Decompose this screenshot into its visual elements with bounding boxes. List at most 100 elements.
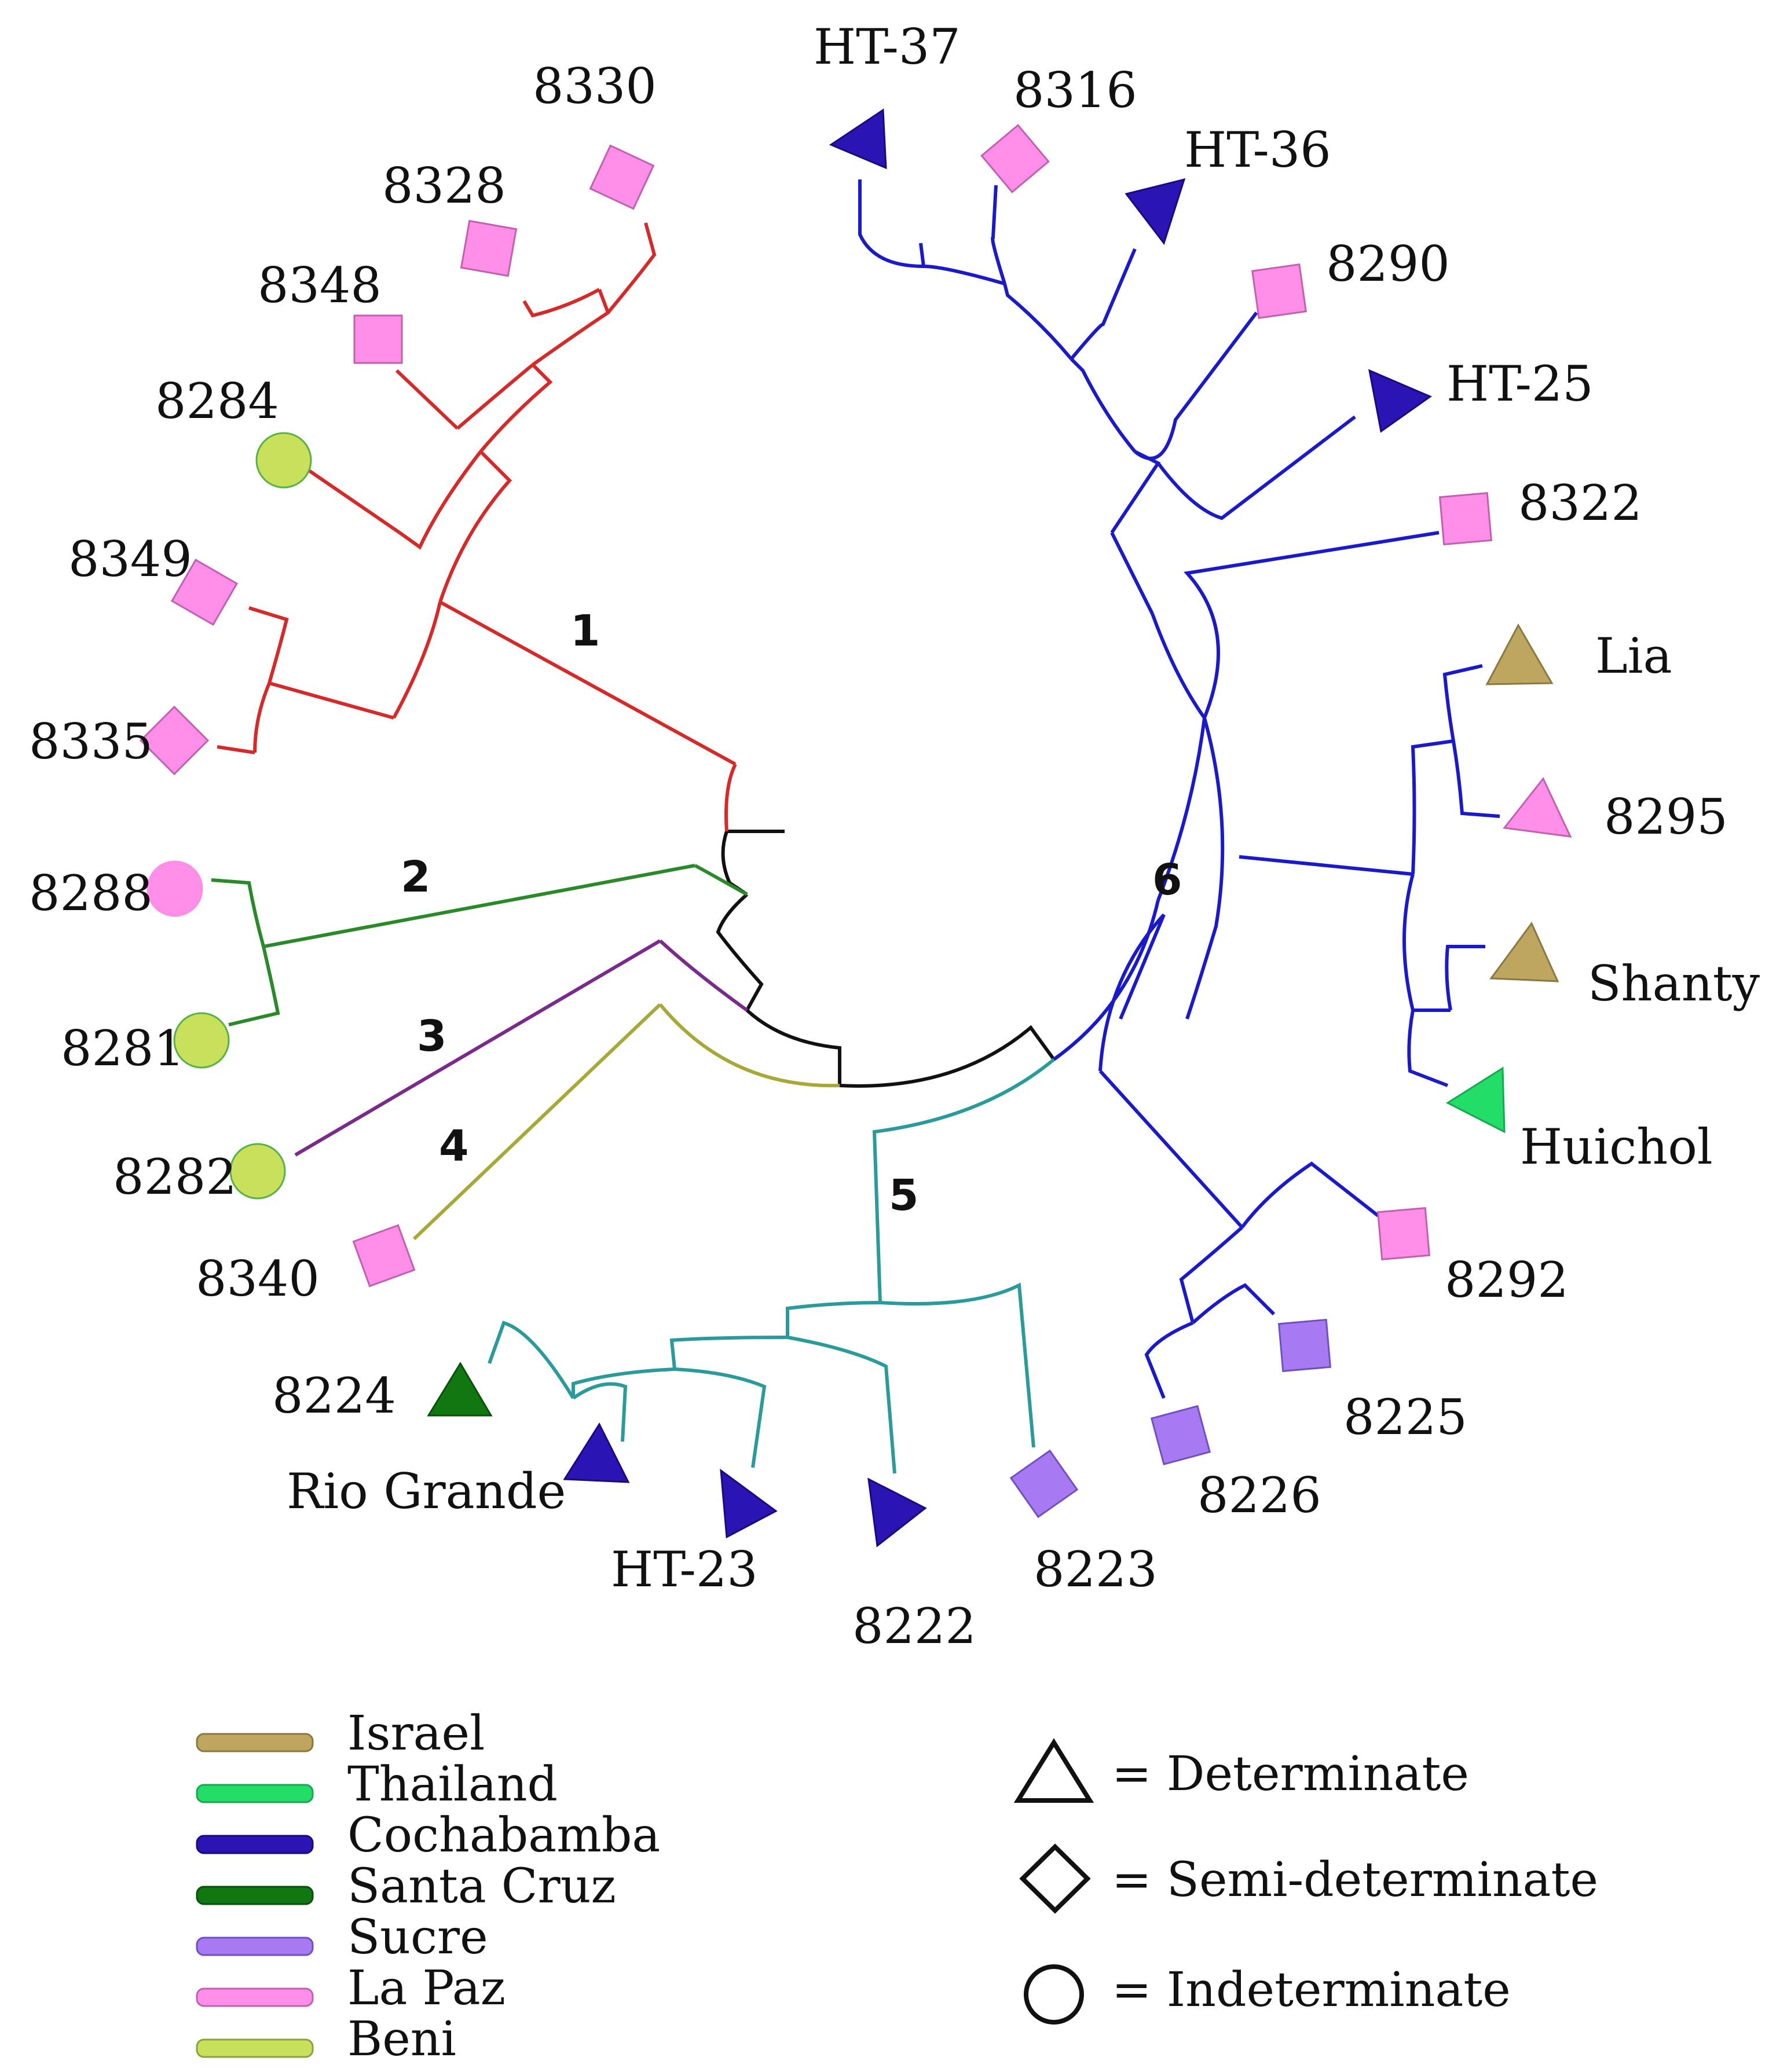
clade-5-8224 [488, 1321, 575, 1399]
clade-1-low-node [269, 681, 394, 720]
leaf-8349: 8349 [68, 531, 239, 626]
leaf-label: 8290 [1326, 236, 1450, 292]
clade-6-8322 [1184, 531, 1440, 719]
leaf-label: 8281 [61, 1020, 185, 1077]
clade-6-shanty [1445, 945, 1485, 1011]
leaf-8222: 8222 [852, 1477, 976, 1655]
clade-6-branches [858, 179, 1500, 1399]
legend-item-santa-cruz: Santa Cruz [196, 1859, 616, 1914]
root-arc-mid [716, 893, 764, 1011]
clade-2-stem [694, 864, 748, 896]
clade-6-mid [1239, 855, 1413, 876]
legend-label: = Semi-determinate [1112, 1853, 1598, 1908]
legend-swatch [196, 1733, 314, 1752]
clade-1-low-arc [253, 682, 271, 753]
leaf-marker [146, 860, 203, 917]
leaf-marker [1445, 1066, 1506, 1134]
leaf-marker [1489, 922, 1559, 982]
leaf-label: 8349 [68, 531, 192, 588]
clade-6-ht37-8316 [919, 185, 1006, 285]
leaf-label: 8335 [29, 713, 153, 770]
leaf-ht-36: HT-36 [1125, 122, 1331, 245]
leaf-label: HT-37 [814, 19, 961, 75]
leaf-ht-37: HT-37 [814, 19, 961, 170]
legend-shape-semi-determinate: = Semi-determinate [1019, 1843, 1598, 1914]
clade-2-arc2 [228, 946, 280, 1026]
leaf-marker [829, 108, 887, 170]
leaf-marker [1150, 1404, 1211, 1466]
leaf-label: Rio Grande [287, 1463, 566, 1520]
leaf-8348: 8348 [258, 257, 403, 364]
clade-3-main [294, 939, 661, 1157]
clade-label-5: 5 [889, 1171, 919, 1220]
clade-1-8284 [297, 461, 401, 534]
leaf-8340: 8340 [196, 1224, 416, 1307]
clade-label-1: 1 [570, 606, 600, 656]
clade-6-8292 [1240, 1161, 1379, 1228]
leaf-huichol: Huichol [1445, 1066, 1713, 1175]
clade-2-arc [211, 878, 265, 947]
leaf-marker [460, 219, 518, 277]
leaf-8292: 8292 [1376, 1206, 1569, 1308]
clade-6-ht37 [858, 179, 924, 268]
legend-label: = Indeterminate [1112, 1963, 1511, 2018]
clade-1-branches [217, 222, 737, 832]
clade-6-ht36-node [1003, 283, 1073, 360]
legend-swatch [196, 2038, 314, 2058]
leaf-8290: 8290 [1251, 236, 1450, 320]
leaf-label: 8225 [1343, 1389, 1467, 1446]
clade-1-upper [438, 450, 512, 603]
leaf-label: 8284 [155, 373, 279, 430]
clade-6-ht25-group [1110, 450, 1161, 534]
clade-6-arc-main [1151, 613, 1207, 901]
clade-6-stem [1053, 900, 1160, 1061]
clade-6-lia [1442, 664, 1483, 742]
leaf-ht-25: HT-25 [1368, 355, 1594, 433]
legend-label: La Paz [347, 1961, 506, 2016]
clade-1-node-a [398, 450, 482, 550]
leaf-8316: 8316 [980, 62, 1137, 193]
leaf-8226: 8226 [1150, 1404, 1321, 1524]
diamond-icon [1019, 1843, 1091, 1914]
leaf-8322: 8322 [1438, 475, 1642, 546]
leaf-8295: 8295 [1503, 777, 1728, 845]
leaf-ht-23: HT-23 [611, 1468, 778, 1598]
leaf-label: 8226 [1197, 1467, 1321, 1524]
clade-5-sub2 [572, 1367, 675, 1398]
clade-6-8226-8225 [1144, 1321, 1194, 1399]
leaf-label: 8288 [29, 865, 153, 922]
leaf-8282: 8282 [113, 1143, 286, 1205]
leaf-marker [173, 1012, 230, 1069]
legend-label: Thailand [347, 1757, 558, 1812]
clade-2-branches [211, 864, 748, 1026]
clade-1-node-b [479, 363, 553, 453]
leaf-marker [563, 1422, 630, 1483]
clade-label-2: 2 [401, 852, 431, 902]
leaf-label: 8223 [1034, 1541, 1158, 1598]
clade-1-8328 [522, 288, 600, 318]
legend-item-israel: Israel [196, 1706, 485, 1761]
clade-5-8222 [787, 1336, 896, 1474]
leaf-label: 8330 [533, 58, 657, 115]
leaf-label: HT-25 [1446, 355, 1594, 412]
leaf-label: 8292 [1445, 1252, 1569, 1308]
leaf-label: HT-23 [611, 1541, 758, 1598]
clade-6-ht25 [1156, 415, 1356, 520]
clade-5-8223 [880, 1282, 1035, 1448]
leaf-marker [427, 1362, 493, 1417]
clade-6-huichol [1407, 1010, 1449, 1087]
leaf-marker [353, 314, 403, 364]
leaves: 8330 8328 8348 8284 8349 8335 82 [29, 19, 1760, 1655]
leaf-label: Lia [1595, 628, 1672, 684]
clade-1-8335 [217, 745, 255, 754]
leaf-shanty: Shanty [1489, 922, 1760, 1012]
leaf-marker [720, 1468, 778, 1539]
legend-label: Cochabamba [347, 1808, 660, 1863]
clade-6-low [1098, 913, 1166, 1072]
leaf-marker [1009, 1449, 1079, 1519]
clade-4-branches [412, 1003, 840, 1241]
clade-1-node-c [456, 363, 534, 430]
clade-6-8295 [1452, 740, 1500, 818]
legend-shape-indeterminate: = Indeterminate [1024, 1963, 1511, 2025]
clade-5-stem [872, 1058, 1055, 1303]
